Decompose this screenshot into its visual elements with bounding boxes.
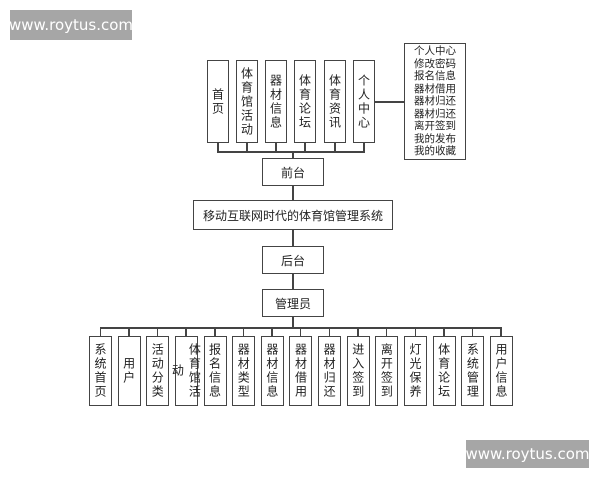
backend-module: 系统首页 (89, 336, 112, 406)
personal-center-item: 器材借用 (414, 82, 456, 95)
connector (217, 151, 365, 153)
frontend-module-label: 首页 (210, 87, 225, 116)
backend-module: 用户 (117, 336, 141, 406)
personal-center-item: 个人中心 (414, 45, 456, 58)
personal-center-item: 报名信息 (414, 70, 456, 83)
connector (246, 143, 248, 152)
backend-module-label: 灯光保养 (408, 343, 423, 399)
connector (292, 186, 294, 201)
backend-module: 进入签到 (346, 336, 370, 406)
watermark-top: www.roytus.com (9, 10, 133, 40)
connector (500, 327, 502, 336)
frontend-module: 体育馆活动 (236, 60, 258, 143)
backend-module: 离开签到 (375, 336, 399, 406)
backend-module-label: 系统管理 (465, 343, 480, 399)
frontend-module: 体育资讯 (324, 60, 346, 143)
frontend-module: 首页 (207, 60, 229, 143)
connector (156, 327, 159, 336)
connector (414, 327, 417, 336)
backend-module: 体育论坛 (432, 336, 456, 406)
backend-module-label: 器材借用 (293, 343, 308, 399)
connector (304, 143, 306, 152)
connector (99, 327, 101, 336)
connector (375, 101, 405, 103)
backend-module: 用户信息 (489, 336, 513, 406)
backend-module: 系统管理 (461, 336, 485, 406)
frontend-module: 器材信息 (265, 60, 287, 143)
backend-module-label: 器材信息 (264, 343, 279, 399)
connector (292, 317, 294, 328)
personal-center-list: 个人中心修改密码报名信息器材借用器材归还器材归还离开签到我的发布我的收藏 (404, 43, 466, 160)
frontend-module: 体育论坛 (294, 60, 316, 143)
backend-module: 体育馆活动 (170, 336, 201, 406)
frontend-node: 前台 (262, 158, 324, 186)
backend-module-label: 体育论坛 (436, 343, 451, 399)
backend-module: 活动分类 (146, 336, 170, 406)
personal-center-item: 器材归还 (414, 107, 456, 120)
backend-module: 灯光保养 (404, 336, 428, 406)
backend-module-label: 报名信息 (207, 343, 222, 399)
backend-module: 器材信息 (260, 336, 284, 406)
frontend-module-label: 个人中心 (356, 73, 371, 130)
frontend-module-label: 体育论坛 (297, 73, 312, 130)
connector (385, 327, 388, 336)
connector (334, 143, 336, 152)
connector (443, 327, 445, 336)
connector (292, 274, 294, 290)
connector (363, 143, 365, 152)
backend-module-label: 用户信息 (493, 343, 508, 399)
backend-module-label: 进入签到 (350, 343, 365, 399)
connector (357, 327, 359, 336)
backend-module-label: 器材类型 (236, 343, 251, 399)
backend-module: 器材借用 (289, 336, 313, 406)
personal-center-item: 器材归还 (414, 95, 456, 108)
connector (292, 230, 294, 247)
connector (242, 327, 245, 336)
backend-module-label: 离开签到 (379, 343, 394, 399)
personal-center-item: 我的发布 (414, 132, 456, 145)
backend-module: 报名信息 (203, 336, 227, 406)
connector (471, 327, 474, 336)
personal-center-item: 离开签到 (414, 120, 456, 133)
frontend-module-label: 器材信息 (268, 73, 283, 130)
system-node: 移动互联网时代的体育馆管理系统 (193, 200, 393, 230)
backend-node: 后台 (262, 246, 324, 274)
connector (299, 327, 302, 336)
frontend-module-label: 体育馆活动 (239, 66, 254, 137)
watermark-bottom: www.roytus.com (465, 440, 590, 468)
backend-module-label: 系统首页 (93, 343, 107, 399)
connector (271, 327, 273, 336)
backend-module-label: 器材归还 (322, 343, 337, 399)
personal-center-item: 修改密码 (414, 57, 456, 70)
backend-module: 器材归还 (318, 336, 342, 406)
frontend-module: 个人中心 (353, 60, 375, 143)
backend-module: 器材类型 (232, 336, 256, 406)
personal-center-item: 我的收藏 (414, 145, 456, 158)
connector (328, 327, 331, 336)
connector (128, 327, 130, 336)
connector (292, 151, 294, 159)
backend-module-label: 活动分类 (150, 343, 165, 399)
connector (185, 327, 187, 336)
frontend-module-label: 体育资讯 (327, 73, 342, 130)
connector (275, 143, 277, 152)
connector (217, 143, 219, 152)
admin-node: 管理员 (262, 289, 324, 317)
backend-module-label: 体育馆活动 (170, 343, 202, 399)
backend-module-label: 用户 (121, 357, 136, 385)
connector (214, 327, 216, 336)
